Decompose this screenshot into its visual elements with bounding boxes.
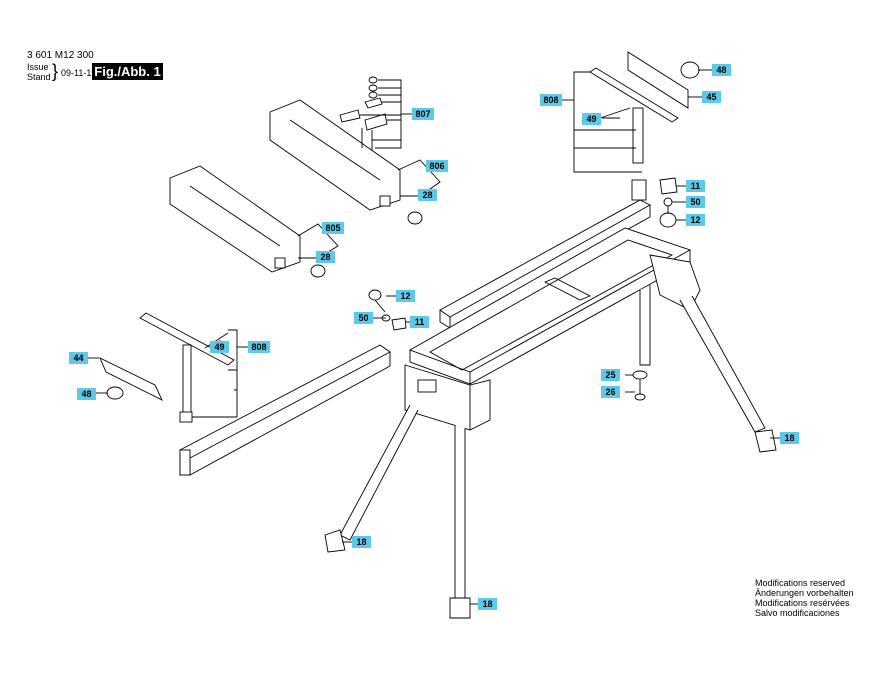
svg-text:44: 44 (73, 353, 83, 363)
svg-text:11: 11 (415, 317, 425, 327)
note-en: Modifications reserved (755, 578, 846, 588)
callout-48-right: 48 (712, 64, 731, 76)
bracket-lines (192, 71, 642, 418)
callout-12-right: 12 (686, 214, 705, 226)
hardware-25-26 (632, 370, 648, 401)
hardware-right (659, 177, 678, 228)
callout-25: 25 (601, 369, 620, 381)
modification-notes: Modifications reserved Änderungen vorbeh… (755, 578, 854, 618)
callout-808-left: 808 (248, 341, 270, 353)
svg-text:48: 48 (81, 389, 91, 399)
svg-text:18: 18 (784, 433, 794, 443)
callout-28-lower: 28 (316, 251, 335, 263)
callout-48-left: 48 (77, 388, 96, 400)
note-de: Änderungen vorbehalten (755, 588, 854, 598)
svg-text:26: 26 (605, 387, 615, 397)
svg-text:49: 49 (214, 342, 224, 352)
callout-49-left: 49 (210, 341, 229, 353)
stand-frame (324, 179, 777, 619)
callout-11-center: 11 (410, 316, 429, 328)
svg-text:50: 50 (358, 313, 368, 323)
callout-806: 806 (426, 160, 448, 172)
svg-text:25: 25 (605, 370, 615, 380)
callout-44: 44 (69, 352, 88, 364)
table-extension-806 (269, 99, 423, 225)
upright-right (589, 51, 700, 164)
note-es: Salvo modificaciones (755, 608, 840, 618)
issue-stand-labels: Issue Stand (27, 62, 51, 82)
svg-text:805: 805 (325, 223, 340, 233)
callout-12-center: 12 (396, 290, 415, 302)
svg-text:808: 808 (543, 95, 558, 105)
callout-807: 807 (412, 108, 434, 120)
callout-18-left: 18 (352, 536, 371, 548)
brace: } (52, 61, 59, 81)
figure-label: Fig./Abb. 1 (92, 63, 163, 80)
callout-49-right: 49 (582, 113, 601, 125)
svg-text:808: 808 (251, 342, 266, 352)
svg-text:11: 11 (691, 181, 701, 191)
svg-text:807: 807 (415, 109, 430, 119)
svg-text:49: 49 (586, 114, 596, 124)
issue-label: Issue (27, 62, 49, 72)
callout-50-right: 50 (686, 196, 705, 208)
svg-text:28: 28 (320, 252, 330, 262)
hardware-center (368, 289, 407, 331)
stand-label: Stand (27, 72, 51, 82)
svg-text:50: 50 (690, 197, 700, 207)
callout-26: 26 (601, 386, 620, 398)
callout-18-bottom: 18 (478, 598, 497, 610)
svg-text:48: 48 (716, 65, 726, 75)
issue-date: 09-11-19 (61, 68, 97, 78)
svg-text:18: 18 (482, 599, 492, 609)
callout-11-right: 11 (686, 180, 705, 192)
callout-808-right: 808 (540, 94, 562, 106)
svg-text:28: 28 (422, 190, 432, 200)
svg-text:806: 806 (429, 161, 444, 171)
svg-text:45: 45 (706, 92, 716, 102)
part-code: 3 601 M12 300 (27, 50, 94, 61)
callout-18-right: 18 (780, 432, 799, 444)
callout-50-center: 50 (354, 312, 373, 324)
callout-45: 45 (702, 91, 721, 103)
svg-text:12: 12 (690, 215, 700, 225)
svg-text:12: 12 (400, 291, 410, 301)
hardware-807 (339, 76, 388, 150)
svg-text:18: 18 (356, 537, 366, 547)
callout-28-upper: 28 (418, 189, 437, 201)
table-extension-805 (169, 165, 326, 278)
note-fr: Modifications resérvées (755, 598, 850, 608)
callout-805: 805 (322, 222, 344, 234)
